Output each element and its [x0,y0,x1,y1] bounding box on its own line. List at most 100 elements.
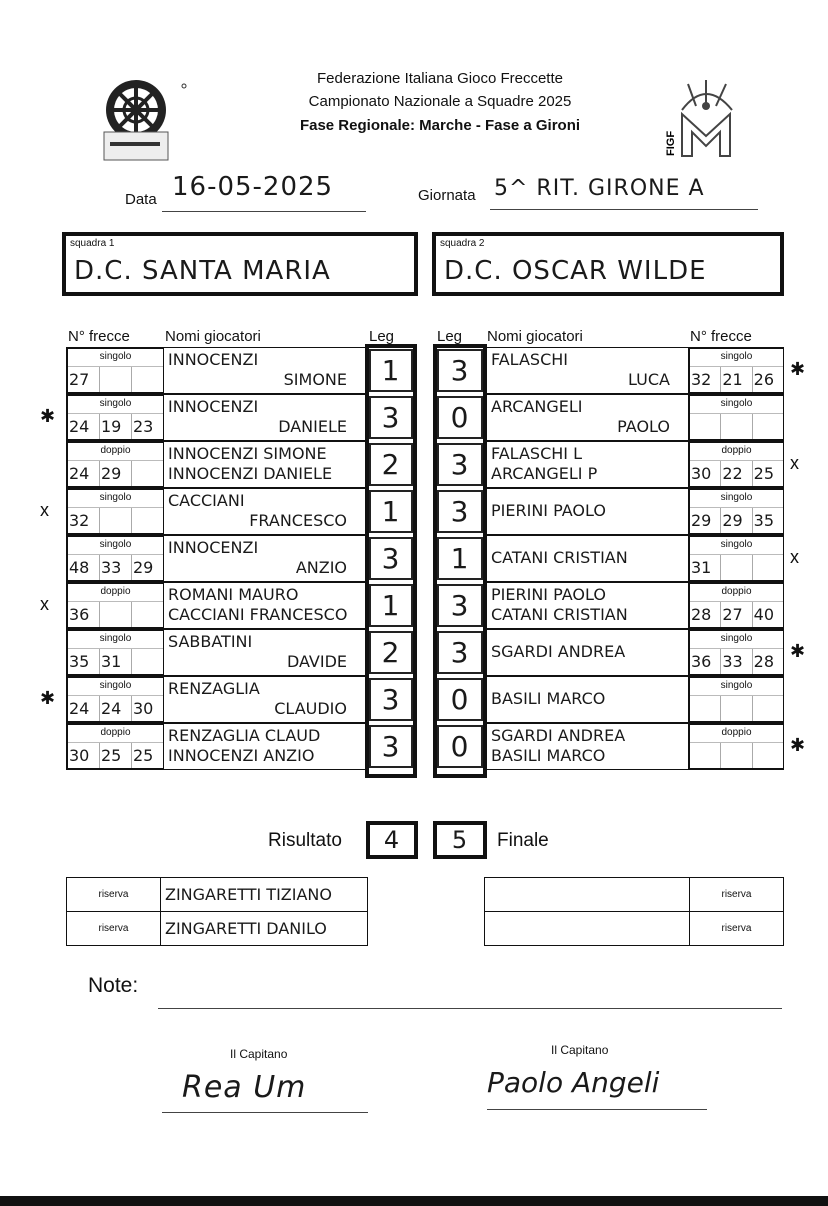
giornata-field[interactable]: 5^ RIT. GIRONE A [490,176,758,210]
player-names[interactable]: SGARDI ANDREA [486,629,689,676]
leg-score[interactable]: 3 [437,490,483,533]
result-team-2[interactable]: 5 [433,821,487,859]
leg-score[interactable]: 3 [369,396,413,439]
frecce-cell[interactable]: 36 [690,649,722,674]
frecce-cell[interactable] [690,414,722,439]
frecce-cell[interactable] [690,696,722,721]
frecce-cell[interactable]: 22 [721,461,753,486]
frecce-cell[interactable]: 25 [133,746,154,765]
reserve-2-field[interactable]: ZINGARETTI DANILO [160,911,368,946]
reserve-1-field[interactable] [484,877,690,912]
frecce-cell[interactable] [132,461,163,486]
player-names[interactable]: PIERINI PAOLO [486,488,689,535]
frecce-cell[interactable]: 28 [690,602,722,627]
leg-score[interactable]: 3 [437,631,483,674]
team-1-box[interactable]: squadra 1 D.C. SANTA MARIA [62,232,418,296]
leg-score[interactable]: 1 [369,584,413,627]
frecce-cell[interactable]: 40 [753,605,775,624]
frecce-cell[interactable]: 26 [753,370,775,389]
leg-score[interactable]: 3 [369,678,413,721]
leg-score[interactable]: 3 [437,584,483,627]
frecce-cell[interactable]: 21 [721,367,753,392]
frecce-cell[interactable]: 31 [690,555,722,580]
result-team-1[interactable]: 4 [366,821,418,859]
leg-score[interactable]: 1 [369,349,413,392]
leg-score[interactable]: 3 [369,725,413,768]
frecce-cell[interactable]: 24 [68,414,100,439]
frecce-cell[interactable]: 25 [100,743,132,768]
frecce-cell[interactable]: 33 [100,555,132,580]
frecce-cell[interactable]: 30 [133,699,154,718]
captain-1-signature[interactable]: Rea Um [162,1070,368,1113]
frecce-cell[interactable]: 19 [100,414,132,439]
frecce-cell[interactable]: 48 [68,555,100,580]
leg-score[interactable]: 0 [437,396,483,439]
frecce-cell[interactable] [100,508,132,533]
frecce-cell[interactable]: 25 [753,464,775,483]
leg-score[interactable]: 2 [369,631,413,674]
frecce-cell[interactable]: 28 [753,652,775,671]
data-field[interactable]: 16-05-2025 [162,172,366,212]
frecce-cell[interactable] [100,367,132,392]
frecce-cell[interactable]: 29 [133,558,154,577]
notes-field[interactable] [158,985,782,1009]
frecce-cell[interactable]: 32 [68,508,100,533]
leg-score[interactable]: 1 [369,490,413,533]
frecce-cell[interactable]: 24 [68,696,100,721]
team-2-box[interactable]: squadra 2 D.C. OSCAR WILDE [432,232,784,296]
reserve-2-field[interactable] [484,911,690,946]
captain-2-signature[interactable]: Paolo Angeli [487,1066,707,1110]
frecce-cell[interactable]: 35 [753,511,775,530]
frecce-cell[interactable]: 35 [68,649,100,674]
frecce-cell[interactable] [100,602,132,627]
frecce-cell[interactable]: 30 [690,461,722,486]
frecce-cell[interactable]: 23 [133,417,154,436]
frecce-cell[interactable] [132,367,163,392]
leg-score[interactable]: 3 [437,443,483,486]
frecce-cell[interactable]: 36 [68,602,100,627]
frecce-cell[interactable]: 24 [68,461,100,486]
leg-score[interactable]: 1 [437,537,483,580]
leg-score[interactable]: 0 [437,725,483,768]
frecce-cell[interactable]: 29 [721,508,753,533]
frecce-cell[interactable] [753,743,783,768]
frecce-cell[interactable] [753,414,783,439]
leg-score[interactable]: 3 [369,537,413,580]
frecce-cell[interactable]: 29 [690,508,722,533]
frecce-cell[interactable]: 24 [100,696,132,721]
frecce-cell[interactable] [753,555,783,580]
leg-score[interactable]: 2 [369,443,413,486]
frecce-cell[interactable] [753,696,783,721]
frecce-cell[interactable] [132,508,163,533]
leg-score[interactable]: 0 [437,678,483,721]
player-names[interactable]: CATANI CRISTIAN [486,535,689,582]
frecce-cell[interactable] [690,743,722,768]
frecce-cell[interactable]: 30 [68,743,100,768]
frecce-cell[interactable]: 27 [68,367,100,392]
frecce-cell[interactable] [721,696,753,721]
player-names[interactable]: BASILI MARCO [486,676,689,723]
frecce-cell[interactable]: 29 [100,461,132,486]
frecce-cell[interactable] [132,602,163,627]
frecce-cell[interactable] [721,555,753,580]
frecce-cell[interactable]: 33 [721,649,753,674]
frecce-cell[interactable]: 32 [690,367,722,392]
frecce-cell[interactable] [721,414,753,439]
frecce-cell[interactable] [132,649,163,674]
frecce-cell[interactable]: 31 [100,649,132,674]
reserve-1-field[interactable]: ZINGARETTI TIZIANO [160,877,368,912]
frecce-cell[interactable]: 27 [721,602,753,627]
